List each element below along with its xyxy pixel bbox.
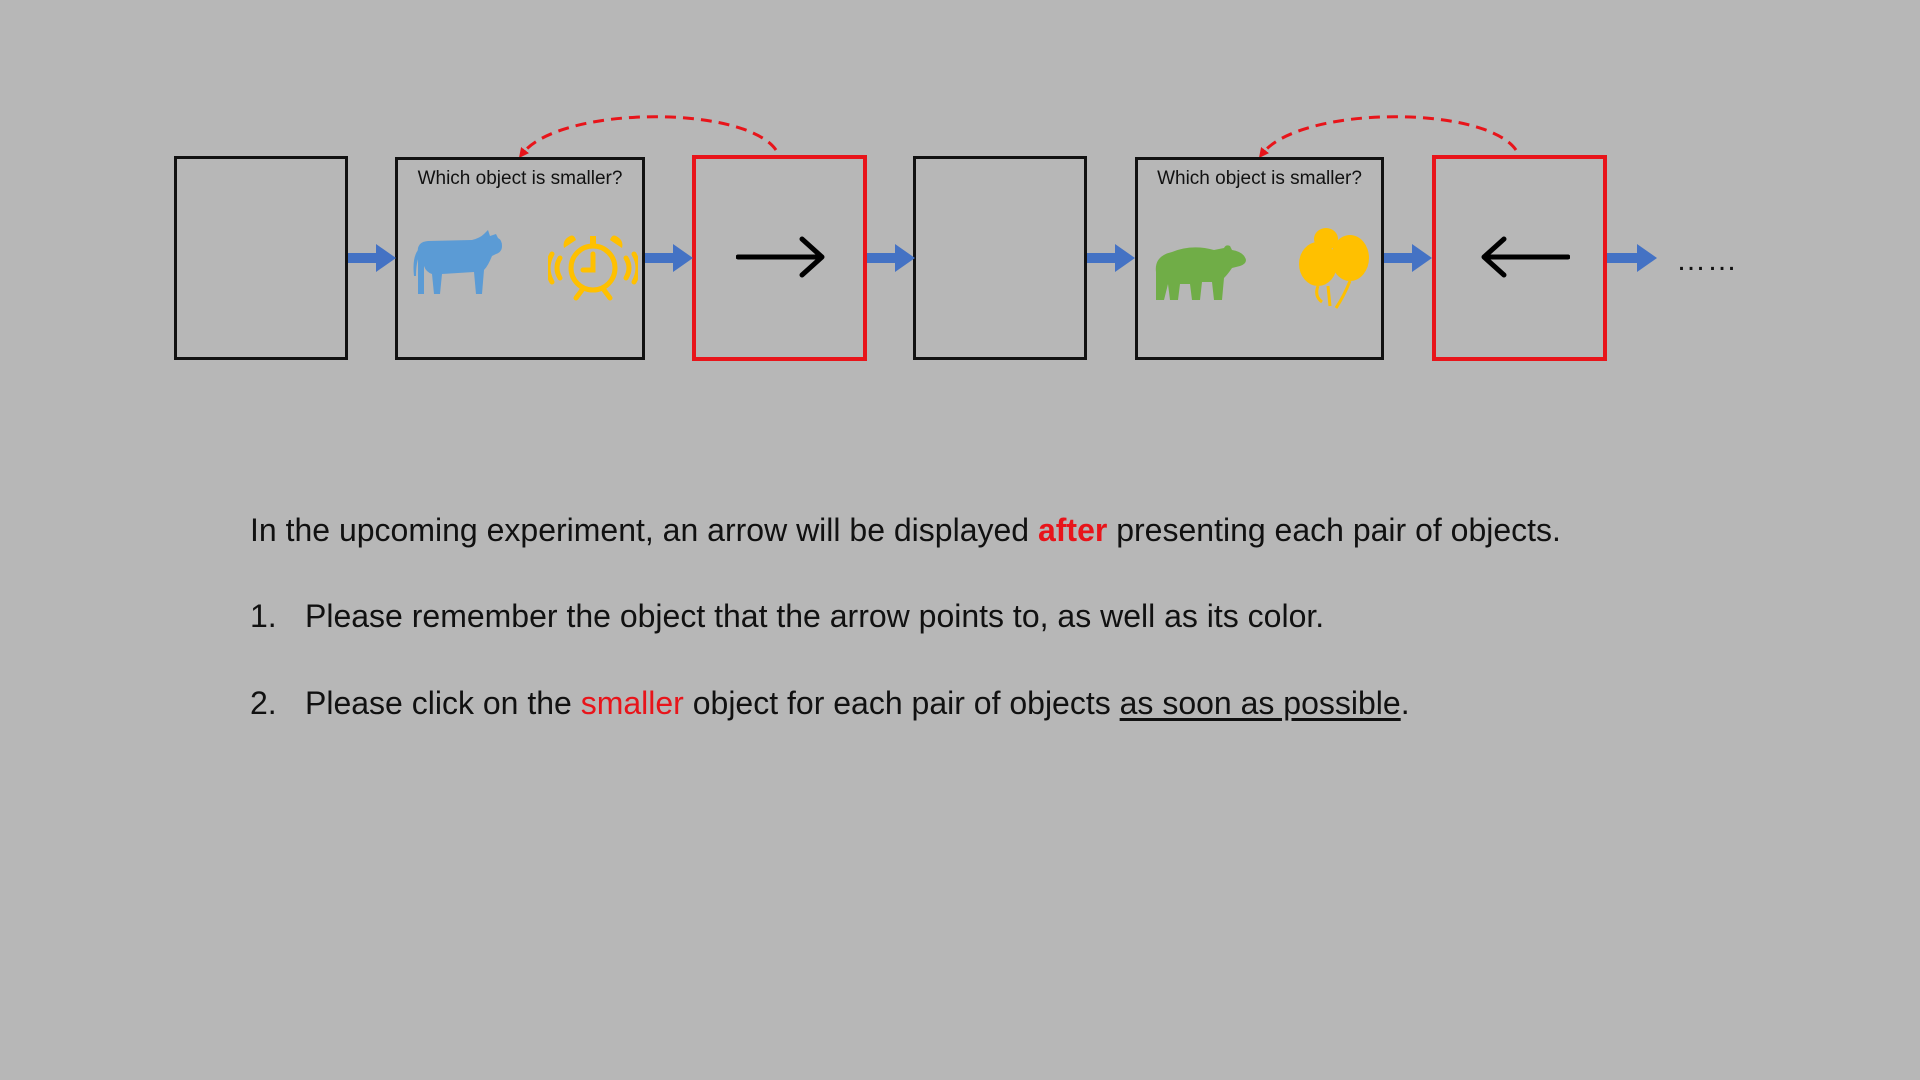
item-2-text-middle: object for each pair of objects — [683, 685, 1120, 721]
left-arrow-icon — [1481, 236, 1570, 278]
flow-arrow-2 — [645, 244, 693, 272]
flow-arrow-3 — [867, 244, 915, 272]
instruction-item-2: 2. Please click on the smaller object for… — [250, 685, 1410, 722]
dashed-feedback-arrow-1 — [518, 115, 778, 158]
flow-arrow-5 — [1384, 244, 1432, 272]
item-1-text: Please remember the object that the arro… — [305, 598, 1325, 634]
question-text-2: Which object is smaller? — [1157, 168, 1362, 189]
cow-icon — [413, 230, 502, 294]
intro-instruction: In the upcoming experiment, an arrow wil… — [250, 512, 1561, 549]
question-text-1: Which object is smaller? — [417, 168, 623, 189]
item-2-text-start: Please click on the — [305, 685, 581, 721]
flow-arrow-1 — [348, 244, 396, 272]
intro-text-start: In the upcoming experiment, an arrow wil… — [250, 512, 1038, 548]
arrow-cue-frame-1 — [692, 155, 867, 361]
item-1-number: 1. — [250, 598, 277, 634]
flow-arrow-4 — [1087, 244, 1135, 272]
object-pair-frame-2: Which object is smaller? — [1135, 157, 1384, 360]
arrow-cue-frame-2 — [1432, 155, 1607, 361]
object-pair-frame-1: Which object is smaller? — [395, 157, 645, 360]
item-2-period: . — [1400, 685, 1410, 721]
blank-frame-1 — [174, 156, 348, 360]
dashed-feedback-arrow-2 — [1258, 115, 1518, 158]
alarm-clock-icon — [548, 235, 638, 301]
right-arrow-icon — [736, 236, 825, 278]
item-2-highlight-smaller: smaller — [580, 685, 684, 721]
instruction-item-1: 1. Please remember the object that the ar… — [250, 598, 1324, 635]
flow-arrow-6 — [1607, 244, 1657, 272]
bear-icon — [1155, 245, 1246, 300]
balloons-icon — [1299, 228, 1369, 309]
item-2-underlined-phrase: as soon as possible — [1119, 685, 1401, 721]
continuation-ellipsis: …… — [1676, 244, 1738, 277]
blank-frame-2 — [913, 156, 1087, 360]
item-2-number: 2. — [250, 685, 277, 721]
intro-text-end: presenting each pair of objects. — [1107, 512, 1561, 548]
intro-highlight-after: after — [1037, 512, 1108, 548]
